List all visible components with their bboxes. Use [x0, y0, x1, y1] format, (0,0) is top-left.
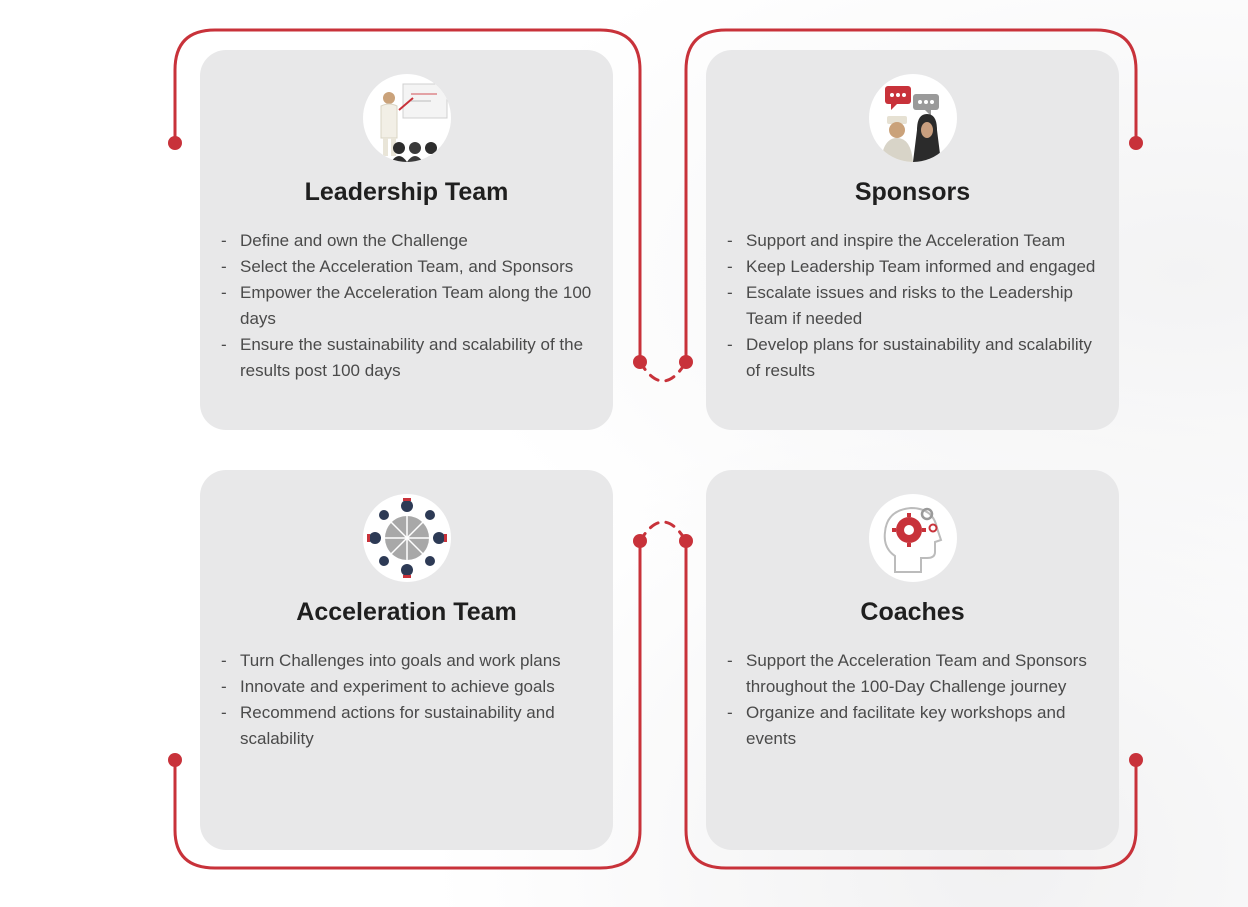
card-leadership-team: Leadership Team Define and own the Chall…: [200, 50, 613, 430]
card-coaches: Coaches Support the Acceleration Team an…: [706, 470, 1119, 850]
responsibility-list: Define and own the Challenge Select the …: [218, 228, 598, 384]
list-item: Escalate issues and risks to the Leaders…: [724, 280, 1104, 332]
list-item: Keep Leadership Team informed and engage…: [724, 254, 1104, 280]
connector-dot: [633, 355, 647, 369]
list-item: Define and own the Challenge: [218, 228, 598, 254]
connector-bottom-left: [173, 539, 642, 870]
connector-top-right: [684, 28, 1138, 364]
list-item: Support the Acceleration Team and Sponso…: [724, 648, 1104, 700]
connector-dot: [1129, 753, 1143, 767]
list-item: Select the Acceleration Team, and Sponso…: [218, 254, 598, 280]
connector-dot: [679, 355, 693, 369]
team-circle-icon: [363, 494, 451, 582]
connector-dot: [168, 136, 182, 150]
responsibility-list: Support and inspire the Acceleration Tea…: [724, 228, 1104, 384]
connector-top-left: [173, 28, 642, 364]
connector-dot: [633, 534, 647, 548]
list-item: Recommend actions for sustainability and…: [218, 700, 598, 752]
connector-bottom-right: [684, 539, 1138, 870]
connector-dash-top: [638, 360, 688, 383]
speech-bubbles-people-icon: [869, 74, 957, 162]
card-acceleration-team: Acceleration Team Turn Challenges into g…: [200, 470, 613, 850]
list-item: Empower the Acceleration Team along the …: [218, 280, 598, 332]
card-title: Coaches: [860, 598, 965, 626]
connector-dash-bottom: [638, 520, 688, 543]
head-gear-icon: [869, 494, 957, 582]
list-item: Turn Challenges into goals and work plan…: [218, 648, 598, 674]
card-sponsors: Sponsors Support and inspire the Acceler…: [706, 50, 1119, 430]
list-item: Support and inspire the Acceleration Tea…: [724, 228, 1104, 254]
responsibility-list: Support the Acceleration Team and Sponso…: [724, 648, 1104, 752]
list-item: Ensure the sustainability and scalabilit…: [218, 332, 598, 384]
connector-dot: [168, 753, 182, 767]
list-item: Develop plans for sustainability and sca…: [724, 332, 1104, 384]
connector-dot: [1129, 136, 1143, 150]
card-title: Leadership Team: [304, 178, 509, 206]
presenter-icon: [363, 74, 451, 162]
connector-dot: [679, 534, 693, 548]
responsibility-list: Turn Challenges into goals and work plan…: [218, 648, 598, 752]
card-title: Sponsors: [854, 178, 971, 206]
list-item: Innovate and experiment to achieve goals: [218, 674, 598, 700]
card-title: Acceleration Team: [296, 598, 517, 626]
list-item: Organize and facilitate key workshops an…: [724, 700, 1104, 752]
